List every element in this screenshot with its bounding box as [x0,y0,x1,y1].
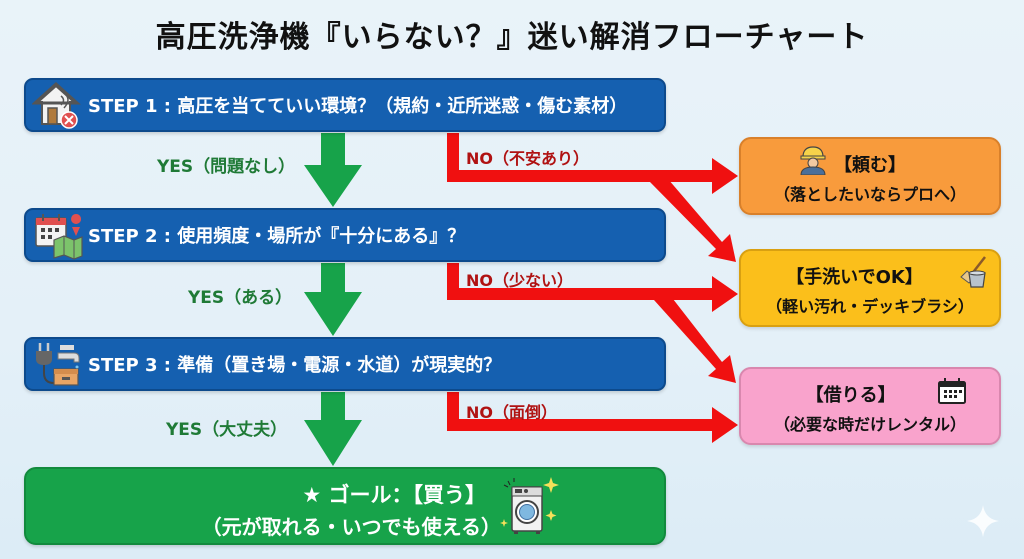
calendar-map-icon [35,214,83,260]
plug-faucet-box-icon [36,343,80,386]
result-handwash-subtitle: （軽い汚れ・デッキブラシ） [766,297,974,316]
result-handwash-title: 【手洗いでOK】 [786,267,923,288]
washing-machine-icon [500,477,559,534]
step-2-no-label: NO（少ない） [466,271,573,290]
step-1-no-label: NO（不安あり） [466,149,589,168]
result-rent-subtitle: （必要な時だけレンタル） [773,415,966,434]
step-3-label: STEP 3 : 準備（置き場・電源・水道）が現実的？ [88,355,502,376]
result-ask-subtitle: （落としたいならプロへ） [773,185,966,204]
step-3-yes-label: YES（大丈夫） [166,420,288,440]
yes-arrow-1 [304,133,362,207]
goal-subtitle: （元が取れる・いつでも使える） [201,515,501,539]
result-ask-box: 【頼む】 （落としたいならプロへ） [739,137,1001,215]
calendar-icon [938,378,966,404]
goal-title: ★ ゴール：【買う】 [302,483,486,507]
bucket-brush-icon [960,256,986,288]
step-3-box: STEP 3 : 準備（置き場・電源・水道）が現実的？ [24,337,666,391]
worker-icon [800,146,826,175]
step-1-label: STEP 1 : 高圧を当てていい環境？（規約・近所迷惑・傷む素材） [88,96,628,117]
result-rent-box: 【借りる】 （必要な時だけレンタル） [739,367,1001,445]
goal-box: ★ ゴール：【買う】 （元が取れる・いつでも使える） [24,467,666,545]
result-rent-title: 【借りる】 [805,385,896,406]
result-handwash-box: 【手洗いでOK】 （軽い汚れ・デッキブラシ） [739,249,1001,327]
page-title: 高圧洗浄機『いらない？』迷い解消フローチャート [155,20,869,55]
step-2-label: STEP 2 : 使用頻度・場所が『十分にある』？ [88,226,466,247]
step-2-yes-label: YES（ある） [188,288,293,308]
yes-arrow-2 [304,263,362,336]
result-ask-title: 【頼む】 [834,155,906,176]
step-2-box: STEP 2 : 使用頻度・場所が『十分にある』？ [24,208,666,262]
no-arrows [447,133,738,443]
step-1-yes-label: YES（問題なし） [157,157,296,177]
yes-arrow-3 [304,392,362,466]
step-3-no-label: NO（面倒） [466,403,557,422]
sparkle-icon [967,505,999,537]
yes-arrows [304,133,362,466]
house-icon [32,81,81,129]
sparkle-icon [543,477,559,493]
step-1-box: STEP 1 : 高圧を当てていい環境？（規約・近所迷惑・傷む素材） [24,78,666,132]
